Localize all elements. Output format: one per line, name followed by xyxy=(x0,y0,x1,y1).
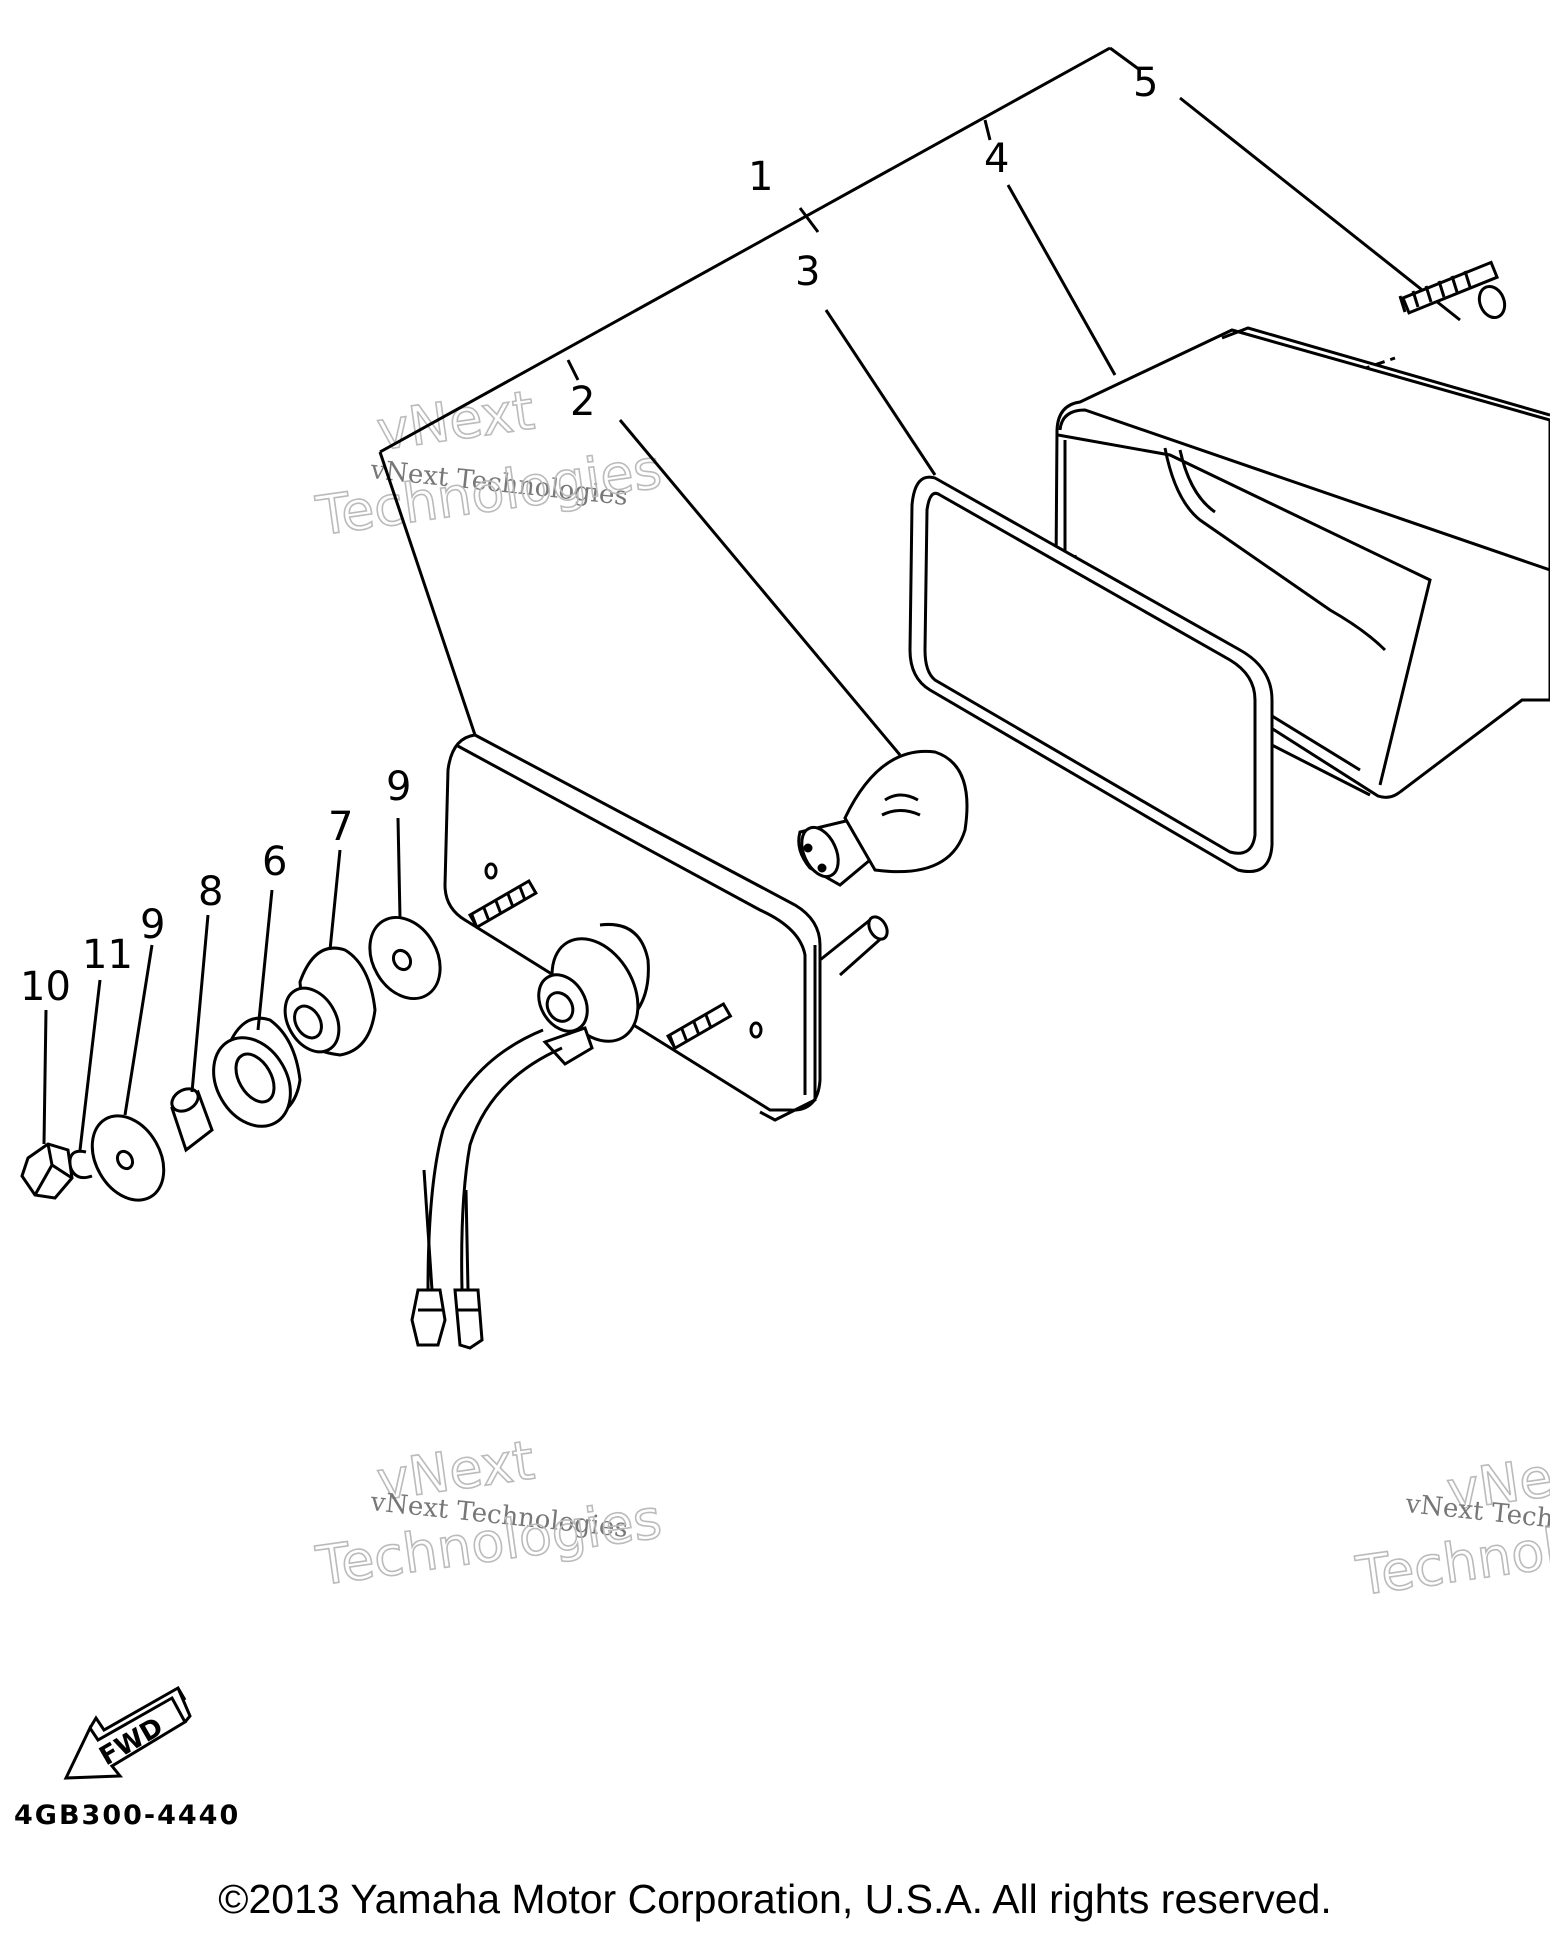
callout-4: 4 xyxy=(984,136,1009,182)
callout-8: 8 xyxy=(198,869,223,915)
watermark-bottom-left: vNext vNext Technologies Technologies xyxy=(311,1428,666,1599)
part-6-grommet xyxy=(212,1016,302,1128)
watermark-bottom-right: vNext vNext Technologies Technologies xyxy=(1351,1438,1550,1609)
leader-lines-hardware xyxy=(42,817,402,1151)
callout-labels: 1 2 3 4 5 6 7 8 9 9 10 11 xyxy=(20,60,1158,1010)
part-1-base-plate xyxy=(410,733,889,1350)
callout-10: 10 xyxy=(20,964,71,1010)
part-7-rubber-bushing xyxy=(283,946,377,1057)
callout-7: 7 xyxy=(328,804,353,850)
callout-9-right: 9 xyxy=(386,764,411,810)
copyright-notice: ©2013 Yamaha Motor Corporation, U.S.A. A… xyxy=(218,1876,1332,1922)
callout-2: 2 xyxy=(570,379,595,425)
fwd-arrow-icon: FWD xyxy=(63,1685,192,1780)
part-5-screw xyxy=(1398,260,1507,320)
callout-9-left: 9 xyxy=(140,902,165,948)
part-11-lock-ring xyxy=(68,1149,93,1180)
part-10-cap-nut xyxy=(20,1142,74,1200)
watermark-top-left: vNext vNext Technologies Technologies xyxy=(311,378,666,549)
diagram-part-code: 4GB300-4440 xyxy=(14,1800,241,1831)
callout-5: 5 xyxy=(1133,60,1158,106)
svg-text:vNext: vNext xyxy=(373,379,538,463)
part-2-bulb xyxy=(797,749,969,887)
assembly-bracket-lines xyxy=(378,46,1461,756)
callout-3: 3 xyxy=(795,249,820,295)
callout-11: 11 xyxy=(82,932,133,978)
part-9-washer-right xyxy=(368,915,442,1001)
part-9-washer-left xyxy=(90,1114,166,1202)
svg-text:Technologies: Technologies xyxy=(312,437,665,548)
callout-1: 1 xyxy=(748,154,773,200)
part-3-gasket xyxy=(908,475,1274,873)
part-8-collar xyxy=(170,1087,214,1153)
callout-6: 6 xyxy=(262,839,287,885)
